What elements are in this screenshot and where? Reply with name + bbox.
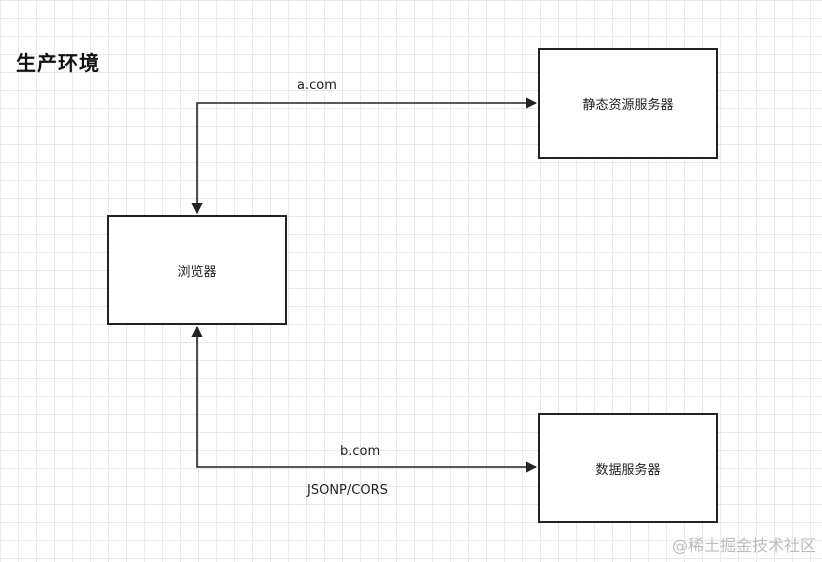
static-server-node: 静态资源服务器 xyxy=(538,48,718,159)
data-server-node: 数据服务器 xyxy=(538,413,718,523)
edge-label-protocol: JSONP/CORS xyxy=(307,483,388,498)
edge-label-a-com: a.com xyxy=(297,78,337,93)
diagram-title: 生产环境 xyxy=(16,51,100,75)
data-server-label: 数据服务器 xyxy=(595,462,661,478)
browser-label: 浏览器 xyxy=(177,264,217,280)
edge-label-b-com: b.com xyxy=(340,444,381,459)
edge-browser-static xyxy=(191,97,538,215)
edge-browser-data xyxy=(191,325,538,473)
static-server-label: 静态资源服务器 xyxy=(582,98,674,113)
watermark: @稀土掘金技术社区 xyxy=(671,536,816,555)
browser-node: 浏览器 xyxy=(107,215,287,325)
